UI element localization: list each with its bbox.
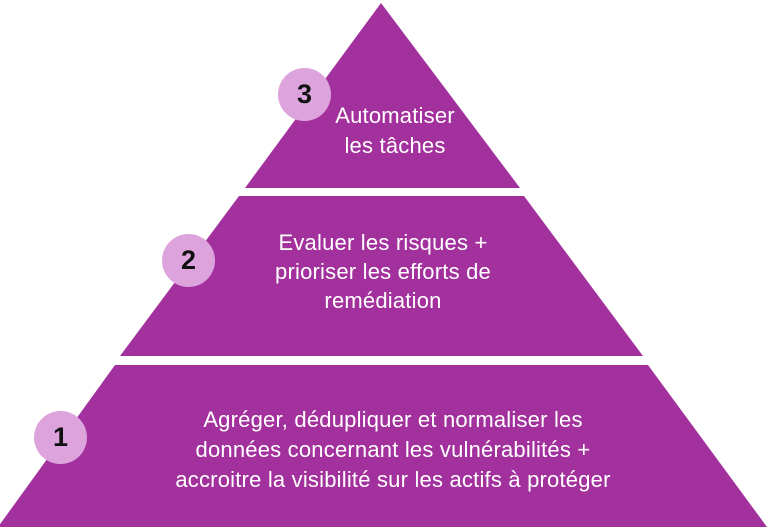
level-1-badge: 1 bbox=[34, 411, 87, 464]
level-2-label: Evaluer les risques + prioriser les effo… bbox=[275, 230, 491, 313]
level-3-number: 3 bbox=[296, 79, 313, 109]
level-2-number: 2 bbox=[180, 245, 197, 275]
level-1-label: Agréger, dédupliquer et normaliser les d… bbox=[175, 407, 611, 492]
level-1-number: 1 bbox=[52, 422, 69, 452]
level-3-badge: 3 bbox=[278, 68, 331, 121]
level-2-badge: 2 bbox=[162, 234, 215, 287]
level-3-label: Automatiser les tâches bbox=[335, 103, 455, 158]
